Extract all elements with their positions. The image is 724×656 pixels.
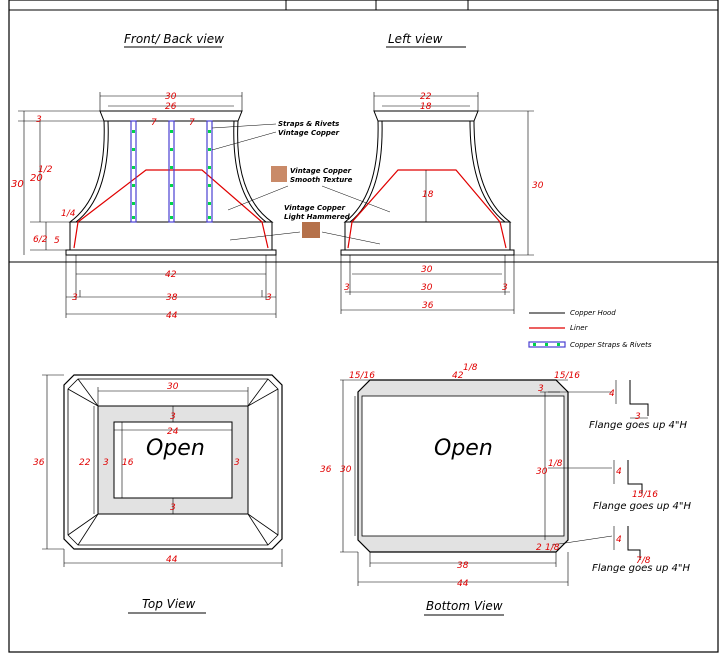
bottom-view-dimension-lines (340, 379, 613, 586)
callout-straps-color: Vintage Copper (278, 129, 340, 137)
front-dim-strap-right: 7 (189, 118, 195, 128)
top-view-open-label: Open (146, 436, 205, 461)
flange-detail-3: 4 7/8 Flange goes up 4"H (592, 526, 691, 574)
bottom-view-drawing (357, 379, 569, 553)
left-hood (340, 110, 515, 256)
top-dim-frame-top: 3 (170, 412, 176, 422)
bottom-dim-corner-right: 15/16 (554, 371, 580, 381)
flange-2-caption: Flange goes up 4"H (593, 501, 692, 512)
left-dim-mid-width: 30 (421, 283, 433, 293)
callout-leader (211, 131, 277, 151)
left-dimension-lines (340, 92, 534, 314)
left-dim-liner-height: 18 (422, 190, 434, 200)
front-view-title: Front/ Back view (124, 32, 224, 46)
legend-strap-label: Copper Straps & Rivets (570, 341, 652, 349)
top-dim-depth-mid: 22 (79, 458, 91, 468)
left-dim-top-inner: 18 (420, 102, 432, 112)
bottom-dim-flange-top: 3 (538, 384, 544, 394)
front-dim-base-width: 44 (166, 311, 178, 321)
top-view-drawing (63, 374, 283, 550)
swatch-copper-hammered (302, 222, 320, 238)
top-dim-frame-right: 3 (234, 458, 240, 468)
flange-detail-1: 4 3 Flange goes up 4"H (589, 380, 688, 431)
bottom-dim-top-frac: 1/8 (463, 363, 478, 373)
flange-3-caption: Flange goes up 4"H (592, 563, 691, 574)
top-dim-frame-bottom: 3 (170, 503, 176, 513)
left-dim-top-outer: 22 (420, 92, 432, 102)
sheet-border (8, 0, 719, 653)
flange-2-height: 4 (616, 467, 622, 477)
legend-strap-swatch (528, 341, 566, 348)
front-dim-liner-width: 38 (166, 293, 178, 303)
front-hood (65, 110, 277, 256)
bottom-dim-inner-width: 38 (457, 561, 469, 571)
left-dim-total-height: 30 (532, 181, 544, 191)
legend-hood-label: Copper Hood (570, 309, 616, 317)
front-dim-lower-width: 42 (165, 270, 177, 280)
callout-leader (321, 231, 381, 245)
swatch-copper-smooth (271, 166, 287, 182)
front-dim-total-height: 30 (11, 179, 24, 190)
callout-leader (227, 185, 289, 211)
front-straps (130, 120, 213, 223)
legend-liner-label: Liner (570, 324, 589, 332)
front-liner (73, 169, 269, 249)
bottom-dim-mid-frac: 1/8 (548, 459, 563, 469)
left-dim-side-left: 3 (344, 283, 350, 293)
bottom-dim-bottom-corner-frac: 1/8 (545, 543, 560, 553)
front-dim-side-right: 3 (266, 293, 272, 303)
flange-1-width: 3 (635, 412, 641, 422)
left-liner (347, 169, 507, 249)
flange-3-width: 7/8 (636, 556, 651, 566)
bottom-view-title: Bottom View (426, 599, 503, 613)
front-dimension-lines (18, 92, 277, 318)
bottom-dim-corner-left: 15/16 (349, 371, 375, 381)
top-view-dimension-lines (42, 374, 283, 567)
top-dim-width: 30 (167, 382, 179, 392)
callout-smooth-texture: Smooth Texture (290, 176, 353, 184)
top-dim-depth-outer: 36 (33, 458, 45, 468)
callout-hammered-texture: Light Hammered (284, 213, 351, 221)
legend: Copper Hood Liner Copper Straps & Rivets (528, 309, 652, 349)
callout-smooth-color: Vintage Copper (290, 167, 352, 175)
bottom-dim-bottom-corner: 2 (536, 543, 542, 553)
callout-leader (229, 231, 301, 241)
bottom-dim-mid-depth: 30 (536, 467, 548, 477)
callout-leader (321, 185, 391, 213)
front-dim-small-a: 1/4 (61, 209, 76, 219)
bottom-dim-depth-outer: 36 (320, 465, 332, 475)
bottom-view-open-label: Open (434, 436, 493, 461)
top-dim-base-width: 44 (166, 555, 178, 565)
left-dim-liner-width: 30 (421, 265, 433, 275)
left-dim-side-right: 3 (502, 283, 508, 293)
flange-3-height: 4 (616, 535, 622, 545)
callout-hammered-color: Vintage Copper (284, 204, 346, 212)
flange-detail-2: 4 15/16 Flange goes up 4"H (593, 460, 692, 512)
front-dim-band: 5 (54, 236, 60, 246)
bottom-dim-outer-width: 44 (457, 579, 469, 589)
front-dim-top-inner: 26 (165, 102, 177, 112)
front-dim-top-outer: 30 (165, 92, 177, 102)
front-rivets (132, 130, 211, 219)
flange-2-width: 15/16 (632, 490, 658, 500)
flange-1-height: 4 (609, 389, 615, 399)
top-dim-depth-inner: 16 (122, 458, 134, 468)
callout-leader (211, 123, 277, 129)
flange-1-caption: Flange goes up 4"H (589, 420, 688, 431)
top-view-title: Top View (142, 597, 196, 611)
top-dim-frame-left: 3 (103, 458, 109, 468)
left-dim-base-width: 36 (422, 301, 434, 311)
front-dim-strap-left: 7 (151, 118, 157, 128)
front-dim-side-left: 3 (72, 293, 78, 303)
callout-straps: Straps & Rivets (278, 120, 339, 128)
front-dim-small-b: 6/2 (33, 235, 48, 245)
top-dim-inner-width: 24 (167, 427, 179, 437)
front-dim-collar: 3 (36, 115, 42, 125)
left-view-title: Left view (388, 32, 443, 46)
bottom-dim-depth-inner: 30 (340, 465, 352, 475)
bottom-dim-top-width: 42 (452, 371, 464, 381)
front-dim-upper-height: 20 (30, 173, 43, 184)
front-dim-upper-frac: 1/2 (38, 165, 53, 175)
